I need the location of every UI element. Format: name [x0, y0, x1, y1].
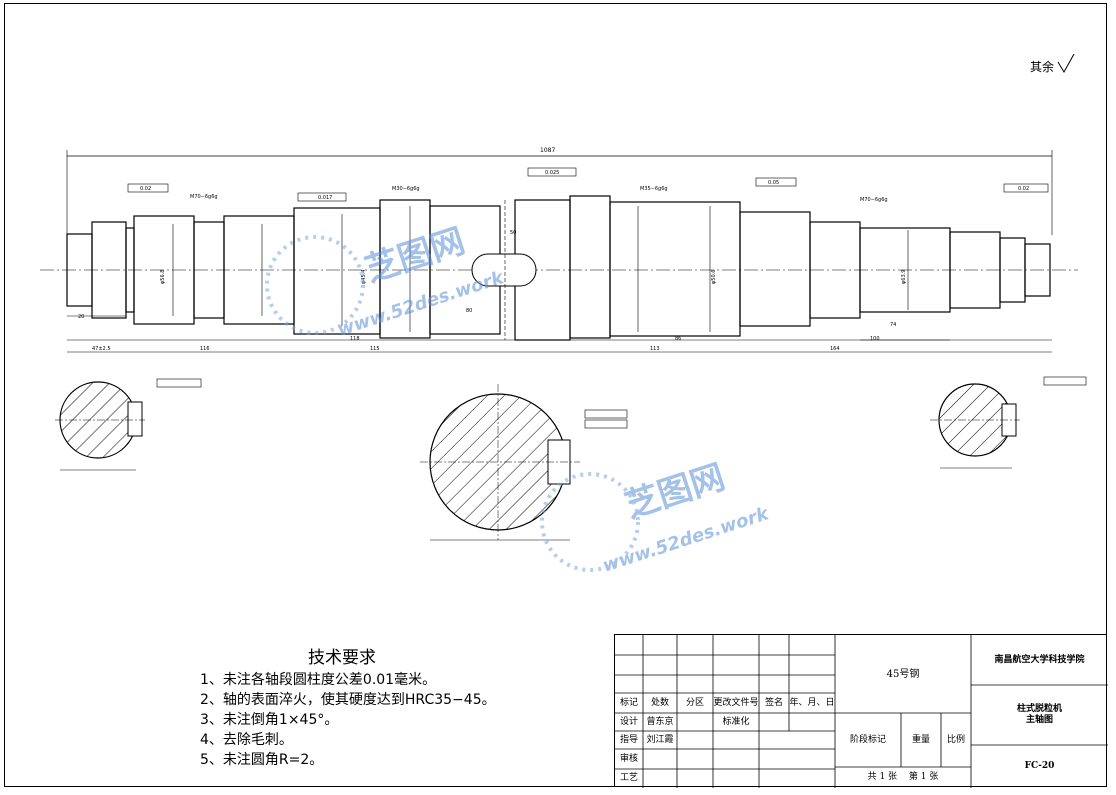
svg-text:86: 86	[675, 336, 681, 342]
weight-cell: 重量	[911, 734, 930, 745]
svg-text:φ45.4: φ45.4	[361, 270, 367, 284]
svg-text:φ56.8: φ56.8	[160, 270, 166, 284]
svg-text:115: 115	[370, 346, 380, 352]
length-labels: 47±2.5 116 115 113 164 74 118 20 80 86 1…	[78, 230, 896, 352]
section-view-middle	[420, 384, 628, 541]
svg-text:M70−6g6g: M70−6g6g	[190, 194, 218, 200]
length-dimensions	[67, 315, 1052, 353]
svg-text:www.52des.work: www.52des.work	[600, 503, 772, 577]
header-sign: 签名	[764, 697, 783, 708]
scale-cell: 比例	[946, 734, 965, 745]
guide-name: 刘江霞	[646, 734, 674, 745]
process-label: 工艺	[619, 773, 638, 783]
guide-label: 指导	[619, 734, 638, 745]
svg-text:φ63.9: φ63.9	[901, 270, 907, 284]
drawing-name-cell: 柱式脱粒机 主轴图	[1016, 704, 1062, 725]
drawing-number-cell: FC-20	[1024, 761, 1055, 771]
svg-text:芝图网: 芝图网	[620, 457, 729, 527]
svg-text:50: 50	[510, 230, 516, 236]
drawing-frame	[4, 3, 1107, 787]
svg-text:118: 118	[350, 336, 360, 342]
svg-text:47±2.5: 47±2.5	[92, 346, 111, 352]
svg-text:1087: 1087	[540, 147, 555, 154]
material-cell: 45号钢	[886, 668, 920, 680]
shaft-outline	[66, 195, 1051, 341]
section-view-left	[55, 378, 202, 471]
roughness-check-symbol	[1057, 53, 1075, 73]
svg-text:芝图网: 芝图网	[360, 221, 469, 291]
svg-text:0.02: 0.02	[140, 186, 151, 192]
header-date: 年、月、日	[789, 697, 835, 708]
watermark-2: 芝图网 www.52des.work	[540, 457, 772, 577]
tech-item: 4、去除毛刺。	[200, 732, 293, 748]
tolerance-frames: 0.02 0.017 0.025 0.05 0.02	[127, 167, 1049, 202]
shaft-inner-lines	[172, 206, 909, 332]
design-label: 设计	[619, 716, 638, 727]
svg-text:M30−6g6g: M30−6g6g	[392, 186, 420, 192]
svg-text:100: 100	[870, 336, 880, 342]
header-zone: 分区	[685, 697, 704, 708]
header-file: 更改文件号	[713, 697, 759, 708]
svg-text:0.02: 0.02	[1018, 186, 1029, 192]
tech-item: 5、未注圆角R=2。	[200, 752, 324, 768]
header-mark: 标记	[619, 697, 638, 708]
svg-text:74: 74	[890, 322, 896, 328]
designer-name: 曾东京	[646, 716, 674, 727]
svg-text:116: 116	[200, 346, 210, 352]
diameter-labels: φ56.8 φ45.4 φ50.6 φ63.9	[160, 270, 907, 284]
section-view-right	[930, 376, 1087, 469]
keyway-slot	[471, 253, 537, 287]
svg-text:113: 113	[650, 346, 660, 352]
stage-mark-cell: 阶段标记	[849, 734, 886, 745]
surface-roughness-note: 其余	[1030, 60, 1055, 74]
tech-item: 1、未注各轴段圆柱度公差0.01毫米。	[200, 672, 437, 688]
watermark-1: 芝图网 www.52des.work	[265, 221, 507, 341]
review-label: 审核	[619, 753, 638, 764]
overall-dimension: 1087	[66, 147, 1053, 235]
svg-text:80: 80	[466, 308, 472, 314]
thread-labels: M70−6g6g M30−6g6g M35−6g6g M70−6g6g	[190, 186, 888, 203]
svg-text:M35−6g6g: M35−6g6g	[640, 186, 668, 192]
svg-text:0.05: 0.05	[768, 180, 779, 186]
header-count: 处数	[650, 697, 669, 708]
title-block: 45号钢 南昌航空大学科技学院 柱式脱粒机 主轴图 FC-20 共 1 张 第 …	[614, 634, 1108, 788]
tech-item: 2、轴的表面淬火，使其硬度达到HRC35−45。	[200, 692, 496, 708]
title-block-grid	[615, 635, 1108, 788]
school-cell: 南昌航空大学科技学院	[994, 654, 1085, 665]
svg-text:φ50.6: φ50.6	[711, 270, 717, 284]
standard-label: 标准化	[722, 716, 750, 727]
sheets-cell: 共 1 张 第 1 张	[867, 772, 939, 782]
svg-text:0.017: 0.017	[318, 195, 332, 201]
svg-text:0.025: 0.025	[545, 170, 559, 176]
tech-item: 3、未注倒角1×45°。	[200, 712, 339, 728]
svg-text:20: 20	[78, 314, 84, 320]
technical-requirements: 技术要求 1、未注各轴段圆柱度公差0.01毫米。 2、轴的表面淬火，使其硬度达到…	[200, 643, 496, 770]
svg-text:M70−6g6g: M70−6g6g	[860, 197, 888, 203]
tech-requirements-title: 技术要求	[308, 648, 376, 668]
svg-text:164: 164	[830, 346, 840, 352]
